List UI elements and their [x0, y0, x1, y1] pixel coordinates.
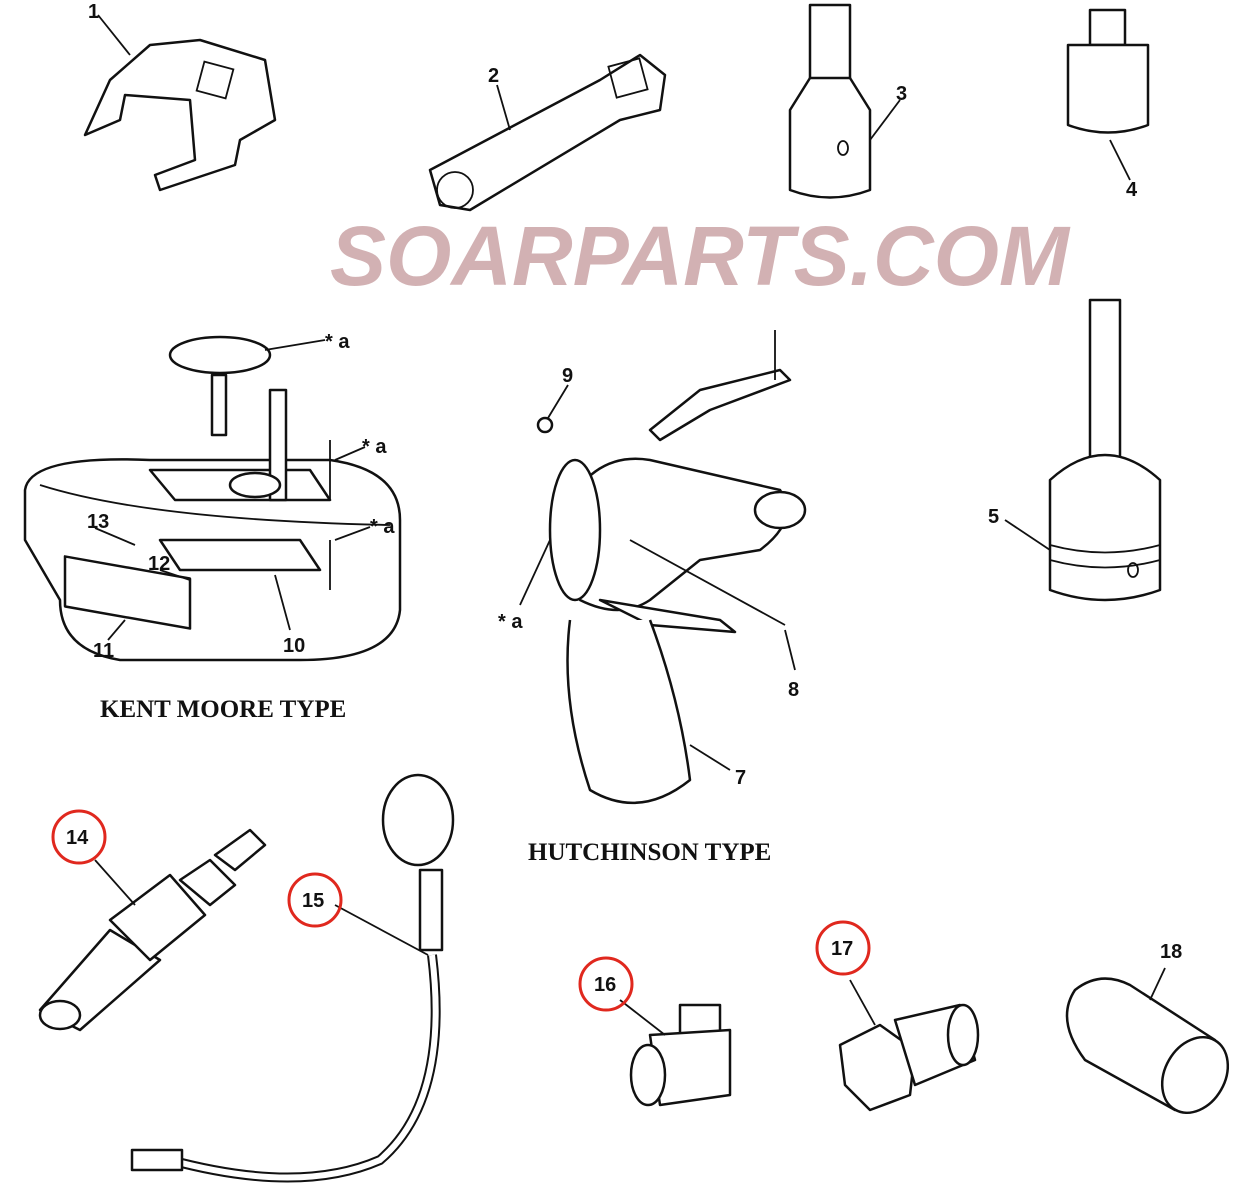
hutchinson-tool [536, 330, 807, 805]
callout-18: 18 [1160, 941, 1182, 963]
part-3-spline-socket [788, 3, 872, 199]
leader-lines [94, 14, 1166, 1036]
part-1-crowfoot-wrench [83, 38, 277, 192]
callout-16: 16 [594, 974, 616, 996]
callout-14: 14 [66, 827, 89, 849]
callout-15: 15 [302, 890, 324, 912]
callout-star-a-1: * a [325, 331, 350, 353]
callout-star-a-3: * a [370, 516, 395, 538]
callout-star-a-4: * a [498, 611, 523, 633]
callout-13: 13 [87, 511, 109, 533]
kent-moore-type-title: KENT MOORE TYPE [100, 696, 346, 723]
highlight-circle-15 [287, 872, 343, 928]
callout-3: 3 [896, 83, 907, 105]
part-15-gauge-hose [130, 773, 455, 1183]
highlight-circle-14 [51, 809, 107, 865]
part-2-box-wrench [428, 53, 667, 212]
callout-10: 10 [283, 635, 305, 657]
highlight-circle-16 [578, 956, 634, 1012]
part-5-hex-bit-socket [1048, 298, 1162, 602]
callout-5: 5 [988, 506, 999, 528]
callout-9: 9 [562, 365, 573, 387]
callout-1: 1 [88, 1, 99, 23]
callout-star-a-2: * a [362, 436, 387, 458]
callout-2: 2 [488, 65, 499, 87]
part-18-sleeve [1065, 977, 1230, 1114]
hutchinson-type-title: HUTCHINSON TYPE [528, 839, 771, 866]
kent-moore-tool [23, 335, 402, 662]
callout-7: 7 [735, 767, 746, 789]
part-16-elbow-fitting [629, 1003, 732, 1107]
callout-17: 17 [831, 938, 853, 960]
part-4-hex-socket [1066, 8, 1150, 134]
part-17-coupler [838, 1003, 980, 1112]
callout-12: 12 [148, 553, 170, 575]
callout-11: 11 [93, 640, 114, 662]
highlight-circle-17 [815, 920, 871, 976]
watermark: SOARPARTS.COM [330, 209, 1071, 303]
part-14-adapter [38, 828, 267, 1032]
callout-4: 4 [1126, 179, 1138, 201]
callout-8: 8 [788, 679, 799, 701]
